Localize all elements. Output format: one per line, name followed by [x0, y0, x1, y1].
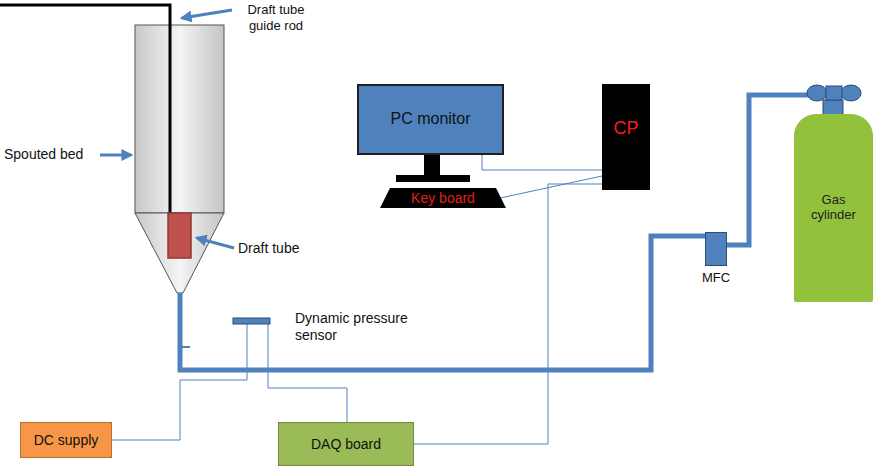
node-text: PC monitor: [390, 110, 470, 128]
node-text: DC supply: [34, 432, 99, 448]
dc-supply-box: DC supply: [20, 422, 112, 458]
node-text: MFC: [702, 271, 730, 286]
keyboard-outline: [380, 188, 506, 208]
node-text: Gas cylinder: [810, 193, 858, 223]
sensor-power-wire: [112, 324, 247, 440]
signal-wire: [482, 155, 602, 170]
monitor-base: [396, 175, 470, 182]
draft-tube: [168, 213, 191, 258]
node-text: DAQ board: [311, 436, 381, 452]
monitor-stand: [424, 155, 440, 175]
signal-wire: [500, 176, 602, 198]
cpu-box: CP: [602, 84, 650, 190]
gas-cylinder: Gas cylinder: [794, 114, 873, 302]
node-text: CP: [613, 118, 638, 139]
regulator-gauge: [841, 85, 861, 101]
node-text: Key board: [411, 190, 475, 206]
callout-arrow: [197, 238, 234, 248]
callout-arrow: [100, 154, 131, 157]
vessel-cone: [135, 213, 224, 293]
sensor-label: Dynamic pressure sensor: [295, 310, 425, 344]
valve-symbol: [180, 341, 190, 353]
mfc-box: MFC: [705, 232, 727, 266]
monitor-screen: PC monitor: [357, 84, 504, 155]
vessel-cylinder: [135, 25, 224, 213]
signal-wire: [414, 184, 602, 444]
guide-rod-label: Draft tube guide rod: [236, 2, 316, 33]
draft-tube-label: Draft tube: [238, 240, 328, 257]
daq-board-box: DAQ board: [278, 422, 414, 466]
callout-arrow: [182, 10, 232, 18]
guide-rod: [0, 5, 170, 213]
regulator-body: [826, 86, 842, 100]
gas-pipe: [180, 236, 705, 370]
keyboard: Key board: [380, 188, 506, 208]
regulator-gauge: [807, 85, 827, 101]
pressure-sensor: [233, 318, 270, 324]
vessel-label: Spouted bed: [4, 146, 98, 163]
